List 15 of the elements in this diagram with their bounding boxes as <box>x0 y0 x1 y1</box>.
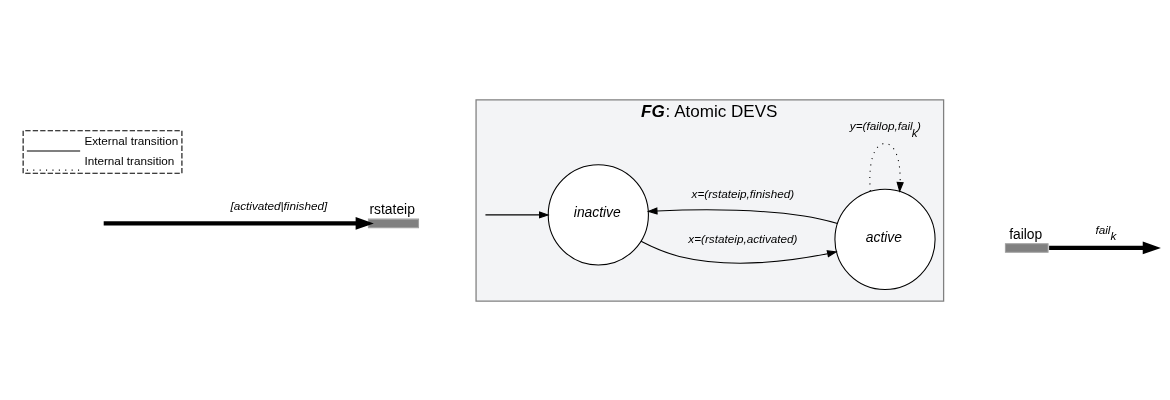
node-label: failop <box>1009 225 1043 242</box>
legend-label: External transition <box>84 133 179 147</box>
arrow <box>646 206 839 224</box>
edge-label: x=(rstateip,activated) <box>688 231 798 245</box>
arrow <box>484 210 550 219</box>
arrow <box>640 240 838 264</box>
arrow <box>869 142 904 193</box>
edge-label: x=(rstateip,finished) <box>691 186 795 200</box>
arrow <box>1049 241 1161 254</box>
node-circle: active <box>834 188 936 290</box>
node-circle: inactive <box>547 163 649 265</box>
arrow <box>103 216 374 230</box>
legend-label: Internal transition <box>84 153 175 167</box>
edge-label: [activated|finished] <box>230 198 328 212</box>
node-label: rstateip <box>369 200 415 217</box>
